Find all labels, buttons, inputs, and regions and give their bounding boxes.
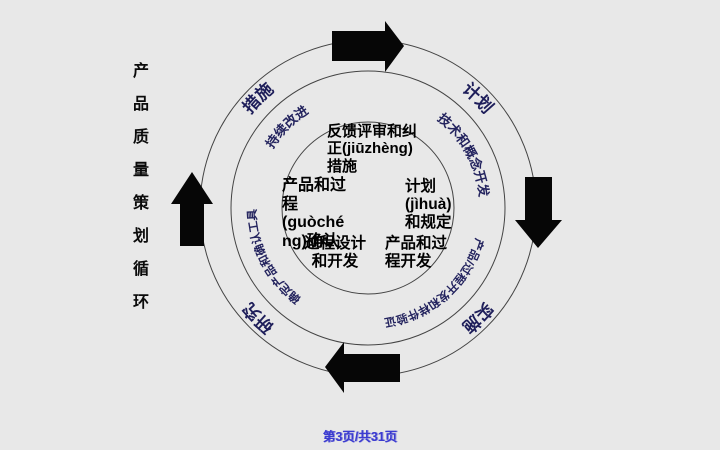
center-text-validation: 产品和过 程 (guòché ng)确认 <box>282 177 347 250</box>
cycle-arrow-left-up-icon <box>171 172 213 246</box>
cycle-ring-inner <box>281 121 455 295</box>
cycle-ring-middle <box>230 70 506 346</box>
cycle-arrow-bottom-left-icon <box>325 342 400 393</box>
page-number: 第3页/共31页 <box>322 430 398 444</box>
cycle-arrow-top-right-icon <box>332 21 404 72</box>
cycle-diagram: 措施 计划 实施 研究 持续改进 技术和概念开发 产品/过程开发和样件验证 确定… <box>171 21 562 393</box>
center-text-process-design: 过程设计 和开发 <box>304 235 367 270</box>
cycle-arrow-right-down-icon <box>515 177 562 248</box>
page-title: 产品质量策划循环 <box>130 62 147 326</box>
center-text-feedback: 反馈评审和纠 正(jiūzhèng) 措施 <box>327 123 418 175</box>
center-text-product-process-dev: 产品和过 程开发 <box>385 235 448 270</box>
cycle-ring-outer <box>199 39 537 377</box>
center-text-plan-define: 计划 (jìhuà) 和规定 <box>405 178 452 231</box>
arc-label-continuous-improvement: 持续改进 <box>263 103 311 151</box>
